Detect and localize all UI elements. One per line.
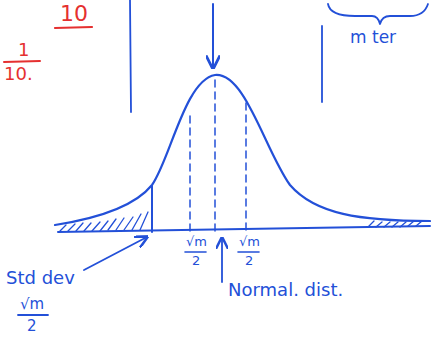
fraction-numerator: √m: [239, 235, 260, 249]
axis: [58, 226, 430, 232]
fraction-bar: [185, 251, 206, 253]
fraction-denominator: 10.: [4, 64, 33, 84]
std-line: [151, 186, 153, 232]
count-number: 10: [60, 2, 88, 26]
fraction-denominator: 2: [192, 254, 200, 268]
vertical-line: [321, 26, 323, 102]
peak-arrow: [212, 4, 214, 68]
distribution-note: Normal. dist.: [228, 280, 343, 300]
std-dev-note: Std dev: [6, 268, 75, 288]
fraction-denominator: 2: [27, 318, 37, 335]
note-arrow: [84, 237, 147, 270]
fraction-numerator: √m: [186, 235, 207, 249]
dashed-line: [189, 112, 191, 231]
fraction-bar: [18, 314, 48, 316]
vertical-line: [130, 0, 131, 112]
fraction-denominator: 2: [245, 254, 253, 268]
bell-curve: [55, 75, 430, 225]
brace: [328, 4, 428, 24]
dashed-line: [245, 102, 247, 230]
dashed-line: [214, 80, 216, 231]
fraction-numerator: √m: [20, 296, 44, 313]
fraction-numerator: 1: [18, 40, 29, 60]
note-arrow: [221, 238, 223, 282]
terms-note: m ter: [350, 28, 396, 47]
hatching: [60, 212, 148, 231]
fraction-bar: [238, 251, 259, 253]
fraction-bar: [4, 61, 40, 62]
underline: [55, 27, 92, 28]
hatching: [368, 221, 422, 227]
